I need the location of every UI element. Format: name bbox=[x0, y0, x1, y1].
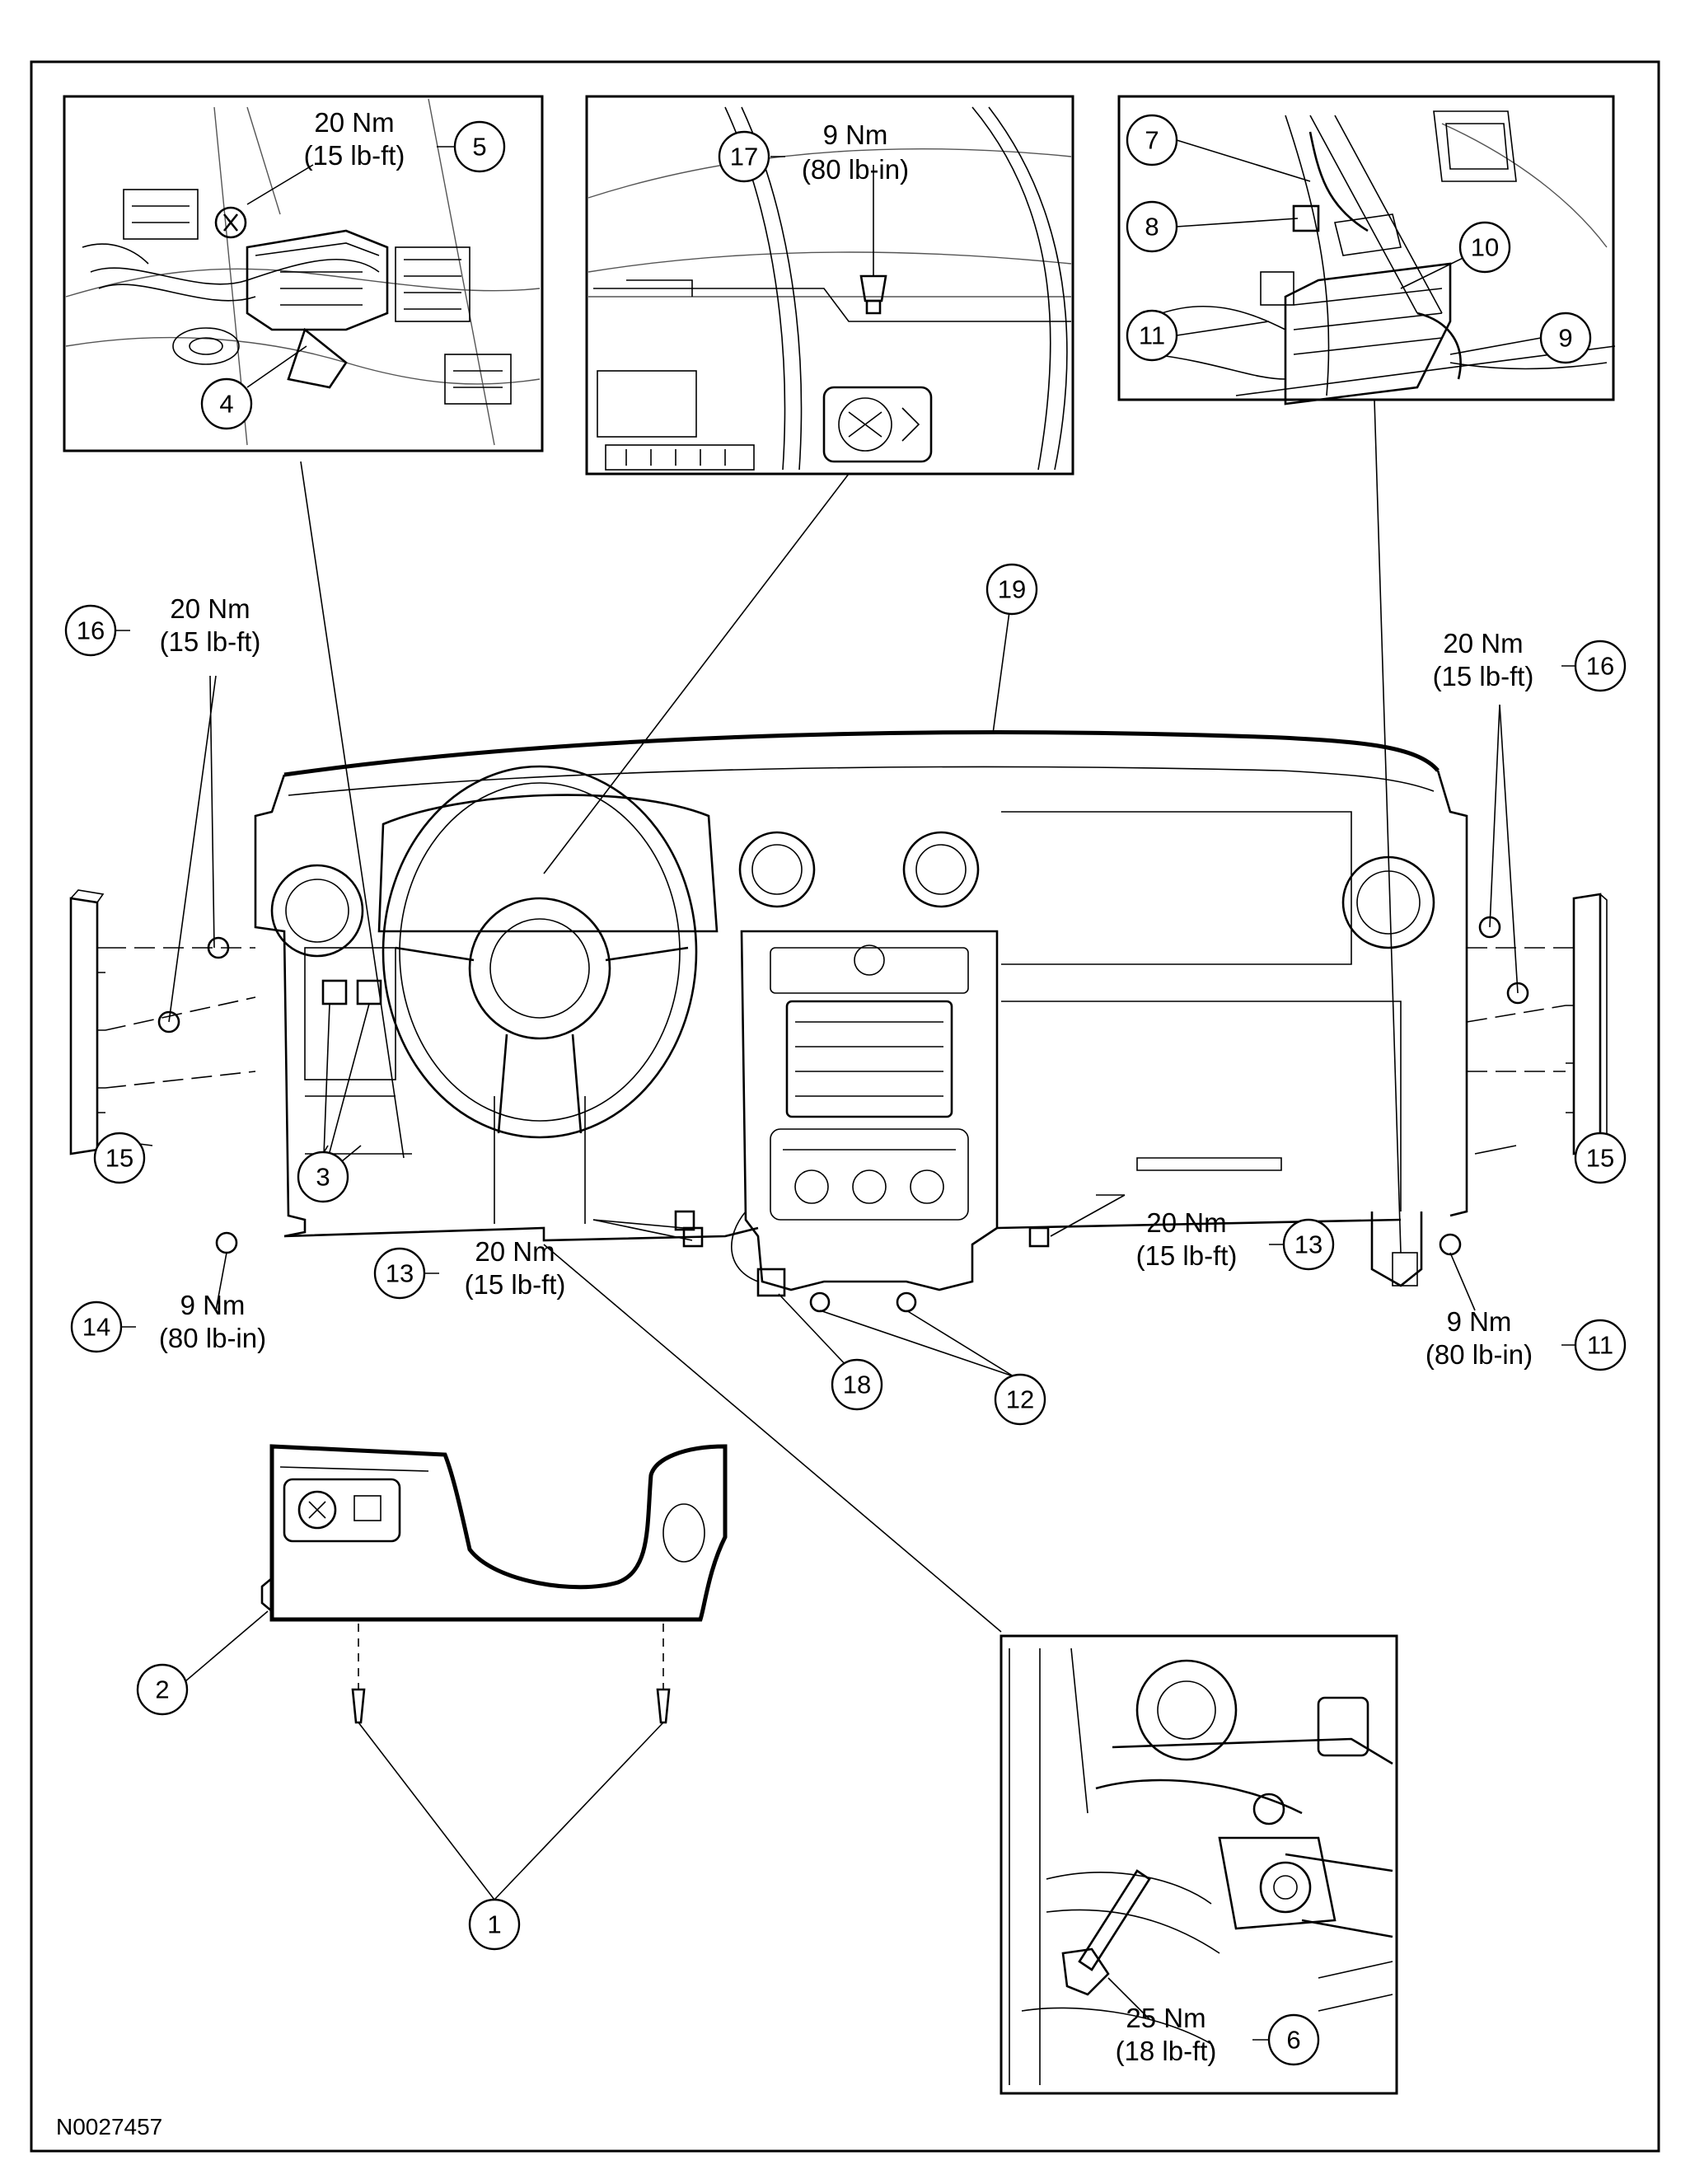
torque-17-nm: 9 Nm bbox=[823, 120, 888, 150]
torque-14-nm: 9 Nm bbox=[180, 1290, 246, 1320]
lower-trim-panel: 2 1 bbox=[136, 1444, 728, 1951]
inset-top-left-artwork bbox=[65, 98, 541, 446]
callout-12: 12 bbox=[1006, 1385, 1034, 1414]
bolts-main bbox=[157, 916, 1529, 1313]
callout-4: 4 bbox=[219, 390, 233, 419]
callout-9: 9 bbox=[1558, 324, 1572, 353]
leader-lines-main bbox=[119, 399, 1519, 1633]
side-panel-left bbox=[69, 889, 256, 1155]
callout-16-right: 16 bbox=[1586, 652, 1614, 681]
callout-2: 2 bbox=[155, 1675, 169, 1704]
callout-11-main: 11 bbox=[1587, 1331, 1613, 1360]
torque-13-right-lbft: (15 lb-ft) bbox=[1136, 1240, 1238, 1271]
torque-11-lbin: (80 lb-in) bbox=[1425, 1339, 1533, 1370]
torque-13-right-nm: 20 Nm bbox=[1146, 1207, 1226, 1238]
callout-16-left: 16 bbox=[77, 616, 105, 645]
callout-13-left: 13 bbox=[386, 1259, 414, 1288]
callout-14: 14 bbox=[82, 1313, 110, 1342]
torque-5-nm: 20 Nm bbox=[314, 107, 394, 138]
inset-top-right-artwork bbox=[1153, 110, 1616, 405]
torque-11-nm: 9 Nm bbox=[1447, 1306, 1512, 1337]
torque-16-left-lbft: (15 lb-ft) bbox=[160, 626, 261, 657]
callout-7: 7 bbox=[1145, 126, 1159, 155]
callout-6: 6 bbox=[1286, 2026, 1300, 2055]
torque-13-left-lbft: (15 lb-ft) bbox=[465, 1269, 566, 1300]
callout-19: 19 bbox=[998, 575, 1026, 604]
figure-code: N0027457 bbox=[56, 2114, 162, 2139]
torque-6-lbft: (18 lb-ft) bbox=[1116, 2036, 1217, 2066]
callout-15-right: 15 bbox=[1586, 1144, 1614, 1173]
inset-top-left: 20 Nm (15 lb-ft) 5 4 bbox=[63, 95, 544, 452]
callout-10: 10 bbox=[1471, 233, 1499, 262]
callout-15-left: 15 bbox=[105, 1144, 133, 1173]
torque-16-right-lbft: (15 lb-ft) bbox=[1433, 661, 1534, 691]
callout-3: 3 bbox=[316, 1163, 330, 1192]
inset-bottom-right-artwork bbox=[1009, 1647, 1393, 2085]
callout-18: 18 bbox=[843, 1371, 871, 1399]
callout-1: 1 bbox=[487, 1910, 501, 1939]
callout-13-right: 13 bbox=[1294, 1230, 1323, 1259]
inset-bottom-right: 25 Nm (18 lb-ft) 6 bbox=[999, 1634, 1398, 2095]
torque-17-lbin: (80 lb-in) bbox=[802, 154, 909, 185]
torque-14-lbin: (80 lb-in) bbox=[159, 1323, 266, 1353]
callout-5: 5 bbox=[472, 133, 486, 162]
inset-top-middle-artwork bbox=[588, 106, 1072, 471]
callout-17: 17 bbox=[730, 143, 758, 171]
torque-5-lbft: (15 lb-ft) bbox=[304, 140, 405, 171]
inset-top-middle: 9 Nm (80 lb-in) 17 bbox=[585, 95, 1074, 476]
inset-top-right: 7 8 10 11 9 bbox=[1117, 95, 1616, 405]
side-panel-right bbox=[1466, 893, 1608, 1155]
torque-13-left-nm: 20 Nm bbox=[475, 1236, 555, 1267]
torque-16-left-nm: 20 Nm bbox=[170, 593, 250, 624]
torque-16-right-nm: 20 Nm bbox=[1443, 628, 1523, 658]
torque-6-nm: 25 Nm bbox=[1126, 2003, 1205, 2033]
callout-8: 8 bbox=[1145, 213, 1159, 241]
main-labels: 19 16 20 Nm (15 lb-ft) 16 20 Nm (15 lb-f… bbox=[64, 563, 1627, 1426]
instrument-panel bbox=[254, 730, 1468, 1291]
callout-11-inset: 11 bbox=[1139, 321, 1165, 350]
outer-frame bbox=[30, 60, 1660, 2153]
